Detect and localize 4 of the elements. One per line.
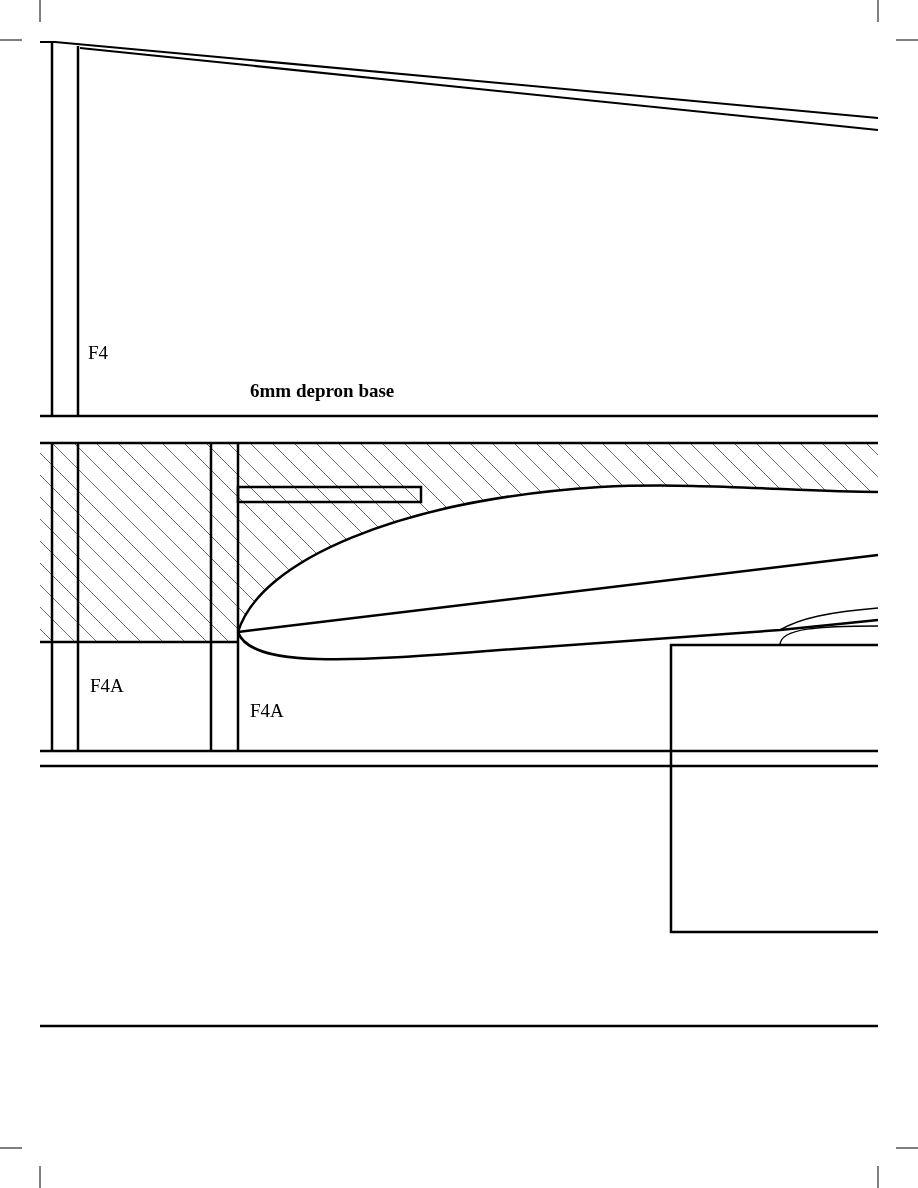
part-label: F4A [90,676,124,695]
part-label: F4 [88,343,109,362]
part-label: F4A [250,701,284,720]
part-label: 6mm depron base [250,381,395,400]
